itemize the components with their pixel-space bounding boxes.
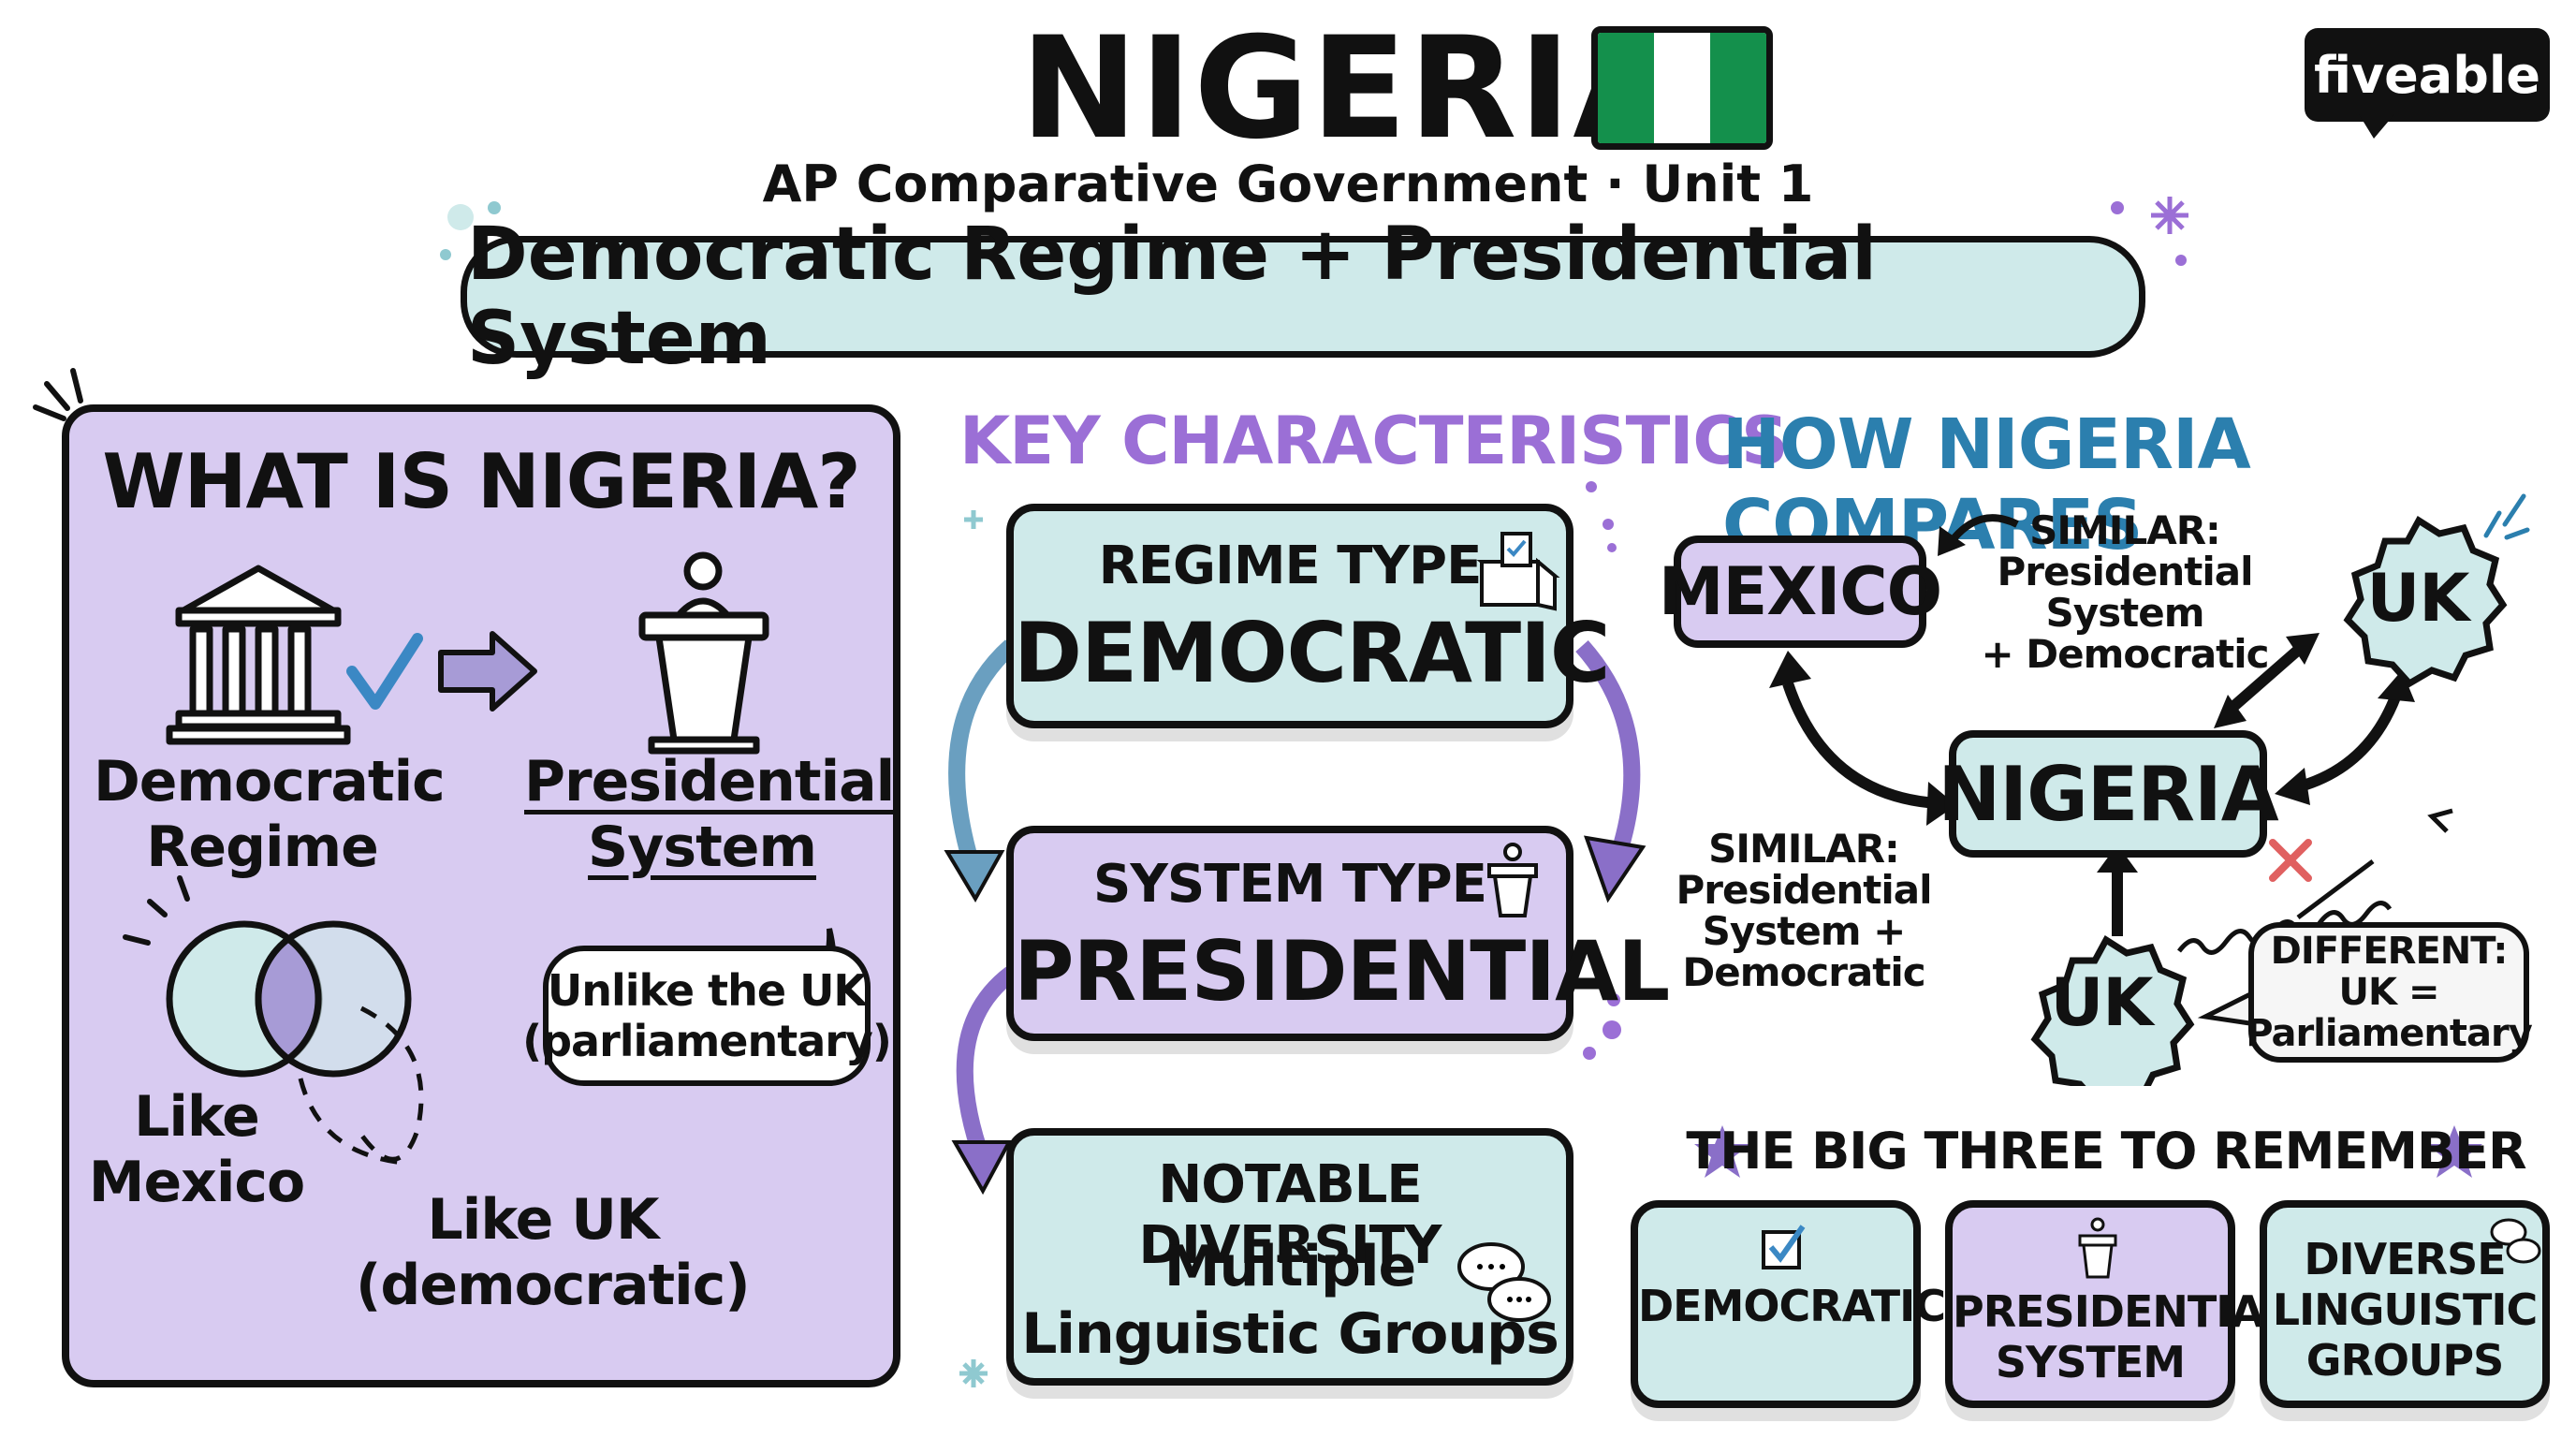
system-type-label: SYSTEM TYPE	[1093, 854, 1487, 915]
notable-diversity-label: NOTABLE DIVERSITY	[1138, 1154, 1442, 1276]
democratic-regime-label: Democratic Regime	[94, 749, 446, 880]
check-icon	[346, 633, 423, 710]
like-mexico-label: Like Mexico	[88, 1084, 305, 1215]
summary-banner: Democratic Regime + Presidential System	[461, 213, 2145, 381]
system-type-value: PRESIDENTIAL	[1014, 923, 1670, 1020]
podium-icon	[638, 551, 769, 755]
star-icon	[1694, 1125, 1750, 1178]
like-uk-label: Like UK (democratic)	[356, 1187, 751, 1318]
right-arrow-icon	[438, 631, 537, 712]
venn-diagram	[166, 920, 412, 1078]
logo-speech-tail	[2359, 114, 2394, 139]
regime-type-label: REGIME TYPE	[1098, 536, 1483, 596]
key-characteristics-heading: KEY CHARACTERISTICS	[959, 403, 1789, 479]
flow-arrows	[944, 639, 1647, 1196]
big-three-item: PRESIDENTIAL SYSTEM	[1953, 1286, 2291, 1387]
notable-diversity-card: NOTABLE DIVERSITY Multiple Linguistic Gr…	[1006, 1128, 1573, 1386]
nigeria-flag-icon	[1591, 26, 1773, 150]
podium-icon	[1487, 843, 1538, 917]
system-type-card: SYSTEM TYPE PRESIDENTIAL	[1006, 826, 1670, 1041]
ballot-box-icon	[1476, 532, 1560, 611]
linguistic-groups-value: Multiple Linguistic Groups	[1021, 1234, 1559, 1367]
podium-icon	[2078, 1217, 2117, 1279]
big-three-heading: THE BIG THREE TO REMEMBER	[1686, 1122, 2526, 1181]
star-icon	[2426, 1125, 2482, 1178]
left-panel-illustrations	[123, 551, 837, 1166]
what-is-nigeria-panel	[62, 404, 900, 1387]
uk-bottom-badge	[2030, 935, 2195, 1086]
big-three-linguistic: DIVERSE LINGUISTIC GROUPS	[2260, 1200, 2550, 1408]
unlike-uk-bubble: Unlike the UK (parliamentary)	[522, 946, 892, 1086]
government-building-icon	[166, 565, 351, 745]
speech-bubbles-icon	[2490, 1218, 2541, 1264]
uk-top-label: UK	[2366, 560, 2469, 637]
nigeria-node: NIGERIA	[1938, 730, 2279, 858]
page-subtitle: AP Comparative Government · Unit 1	[762, 154, 1814, 213]
comparison-diagram	[1769, 514, 2508, 1086]
presidential-system-label: Presidential System	[524, 749, 895, 880]
cross-icon	[2269, 839, 2312, 882]
regime-type-value: DEMOCRATIC	[1014, 605, 1611, 701]
uk-top-badge	[2343, 516, 2508, 688]
page-title: NIGERIA	[1020, 7, 1684, 170]
similar-top-note: SIMILAR: Presidential System + Democrati…	[1981, 507, 2269, 677]
uk-bottom-label: UK	[2050, 964, 2153, 1041]
big-three-item: DEMOCRATIC	[1638, 1281, 1946, 1331]
fiveable-logo: fiveable	[2305, 28, 2550, 122]
big-three-democratic: DEMOCRATIC	[1631, 1200, 1946, 1408]
checkbox-icon	[1762, 1225, 1806, 1269]
mexico-node: MEXICO	[1659, 536, 1942, 648]
what-is-nigeria-heading: WHAT IS NIGERIA?	[102, 438, 860, 525]
big-three-item: DIVERSE LINGUISTIC GROUPS	[2272, 1234, 2539, 1386]
how-nigeria-compares-heading: HOW NIGERIA COMPARES	[1722, 404, 2251, 565]
regime-type-card: REGIME TYPE DEMOCRATIC	[1006, 504, 1611, 728]
speech-bubbles-icon	[1457, 1242, 1551, 1322]
similar-left-note: SIMILAR: Presidential System + Democrati…	[1676, 826, 1932, 995]
different-bubble: DIFFERENT: UK = Parliamentary	[2246, 922, 2533, 1063]
big-three-presidential: PRESIDENTIAL SYSTEM	[1945, 1200, 2291, 1408]
